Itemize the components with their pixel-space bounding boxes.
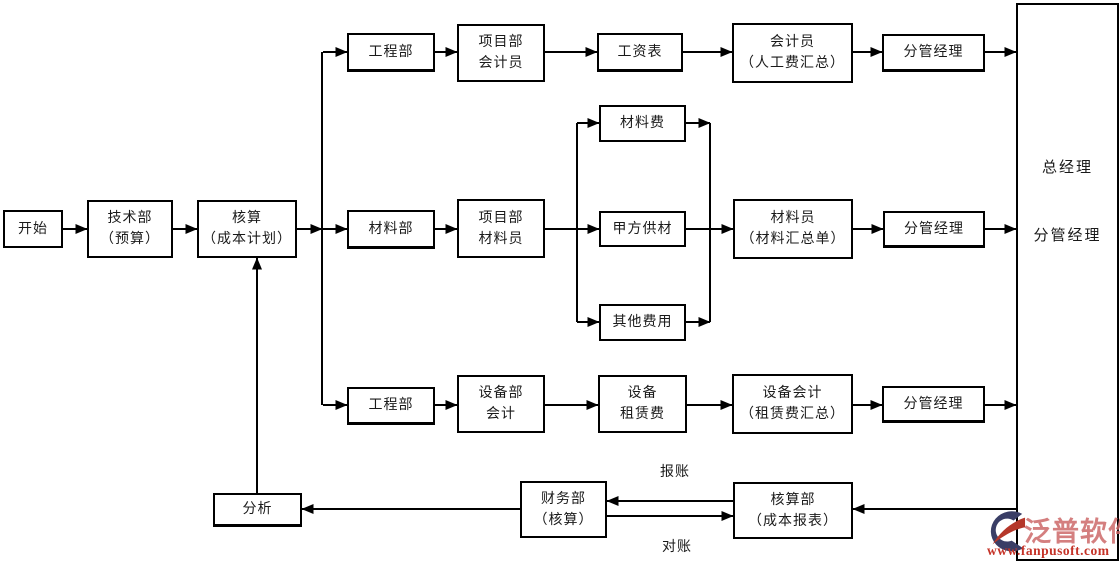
- node-cost-plan: 核算 （成本计划）: [197, 200, 297, 258]
- node-equipment-dept-accountant: 设备部 会计: [457, 375, 545, 433]
- node-equipment-accountant-summary: 设备会计 （租赁费汇总）: [732, 374, 853, 434]
- fanpu-logo-icon: [990, 511, 1026, 552]
- node-payroll: 工资表: [597, 33, 683, 72]
- edge-label-duizhang: 对账: [662, 540, 692, 555]
- node-analysis: 分析: [213, 493, 302, 527]
- node-manager-1: 分管经理: [882, 34, 985, 72]
- node-accounting-dept-report: 核算部 （成本报表）: [733, 482, 853, 539]
- watermark-brand: 泛普软件: [1024, 517, 1120, 547]
- node-engineering-dept-2: 工程部: [347, 387, 435, 425]
- node-engineering-dept-1: 工程部: [347, 33, 435, 72]
- node-accountant-labor-summary: 会计员 （人工费汇总）: [732, 23, 853, 83]
- node-material-clerk-summary: 材料员 （材料汇总单）: [733, 199, 853, 259]
- edge-label-baozhang: 报账: [660, 465, 690, 480]
- node-project-accountant: 项目部 会计员: [457, 24, 545, 82]
- node-manager-3: 分管经理: [882, 386, 985, 423]
- watermark-url: www.fanpusoft.com: [987, 543, 1110, 558]
- general-manager-label: 总经理: [1041, 160, 1093, 176]
- node-general-manager-box: 总经理 分管经理: [1016, 3, 1119, 561]
- node-manager-2: 分管经理: [883, 211, 985, 248]
- node-finance-dept: 财务部 （核算）: [520, 481, 607, 538]
- node-start: 开始: [3, 210, 63, 248]
- node-tech-dept: 技术部 （预算）: [87, 200, 173, 258]
- node-project-material-clerk: 项目部 材料员: [457, 199, 545, 258]
- deputy-manager-label: 分管经理: [1033, 228, 1102, 244]
- node-material-dept: 材料部: [347, 210, 435, 249]
- node-equipment-rental-fee: 设备 租赁费: [598, 375, 687, 433]
- watermark: 泛普软件 www.fanpusoft.com: [984, 506, 1120, 564]
- node-other-fee: 其他费用: [599, 304, 686, 341]
- node-material-fee: 材料费: [599, 105, 686, 142]
- node-party-a-material: 甲方供材: [599, 211, 686, 247]
